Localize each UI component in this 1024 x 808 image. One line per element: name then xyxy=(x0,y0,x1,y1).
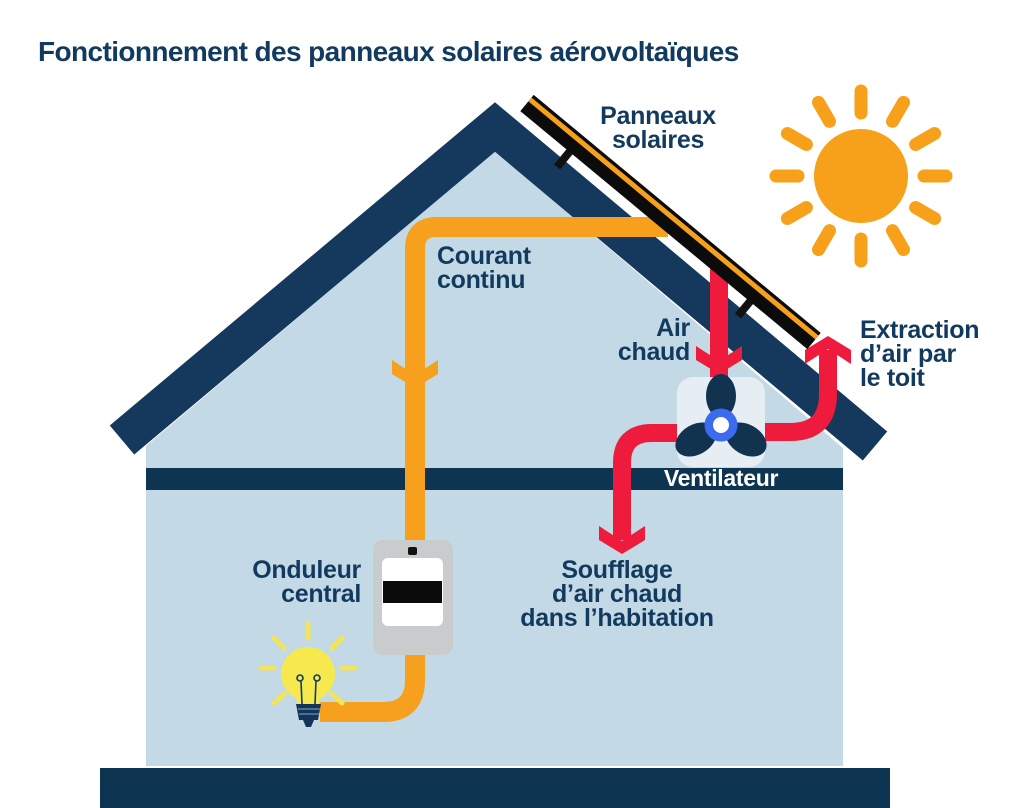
label-courant-continu: Courant continu xyxy=(437,242,531,294)
dc-current-wire xyxy=(320,217,668,722)
bulb-tip xyxy=(303,720,314,727)
panel-body xyxy=(520,94,821,350)
ceiling-band xyxy=(146,468,843,490)
fan-hub-hole xyxy=(713,417,729,433)
lightbulb-icon xyxy=(258,621,358,727)
sun-disc xyxy=(814,129,908,223)
label-onduleur-central: Onduleur central xyxy=(252,556,361,608)
sun-rays xyxy=(769,84,953,268)
inverter-led xyxy=(408,547,417,555)
extraction-line xyxy=(764,350,837,441)
label-air-chaud: Air chaud xyxy=(617,314,690,366)
panel-stripe xyxy=(528,97,819,340)
solar-panel xyxy=(520,94,821,350)
bulb-rays xyxy=(258,621,358,706)
label-panneaux-solaires: Panneaux solaires xyxy=(600,102,716,154)
hot-air-arrowhead xyxy=(696,346,742,374)
house-wall xyxy=(146,151,843,766)
fan-unit xyxy=(675,374,767,467)
label-ventilateur: Ventilateur xyxy=(663,465,779,491)
blow-air-arrowhead xyxy=(599,526,645,554)
label-extraction: Extraction d’air par le toit xyxy=(860,316,980,392)
bulb-base xyxy=(296,704,321,720)
label-soufflage: Soufflage d’air chaud dans l’habitation xyxy=(520,556,714,632)
blow-air-line xyxy=(613,424,678,540)
roof xyxy=(109,102,888,461)
foundation xyxy=(100,768,890,808)
bulb-neck xyxy=(295,693,321,705)
extraction-arrowhead xyxy=(805,336,851,364)
page-title: Fonctionnement des panneaux solaires aér… xyxy=(38,36,739,67)
inverter-display-band xyxy=(383,581,442,603)
inverter-icon xyxy=(373,540,453,655)
sun-icon xyxy=(769,84,953,268)
bulb-glass xyxy=(281,647,335,701)
bulb-filament xyxy=(296,674,321,705)
dc-current-arrowhead xyxy=(392,360,438,388)
bulb-base-threads xyxy=(298,708,320,715)
